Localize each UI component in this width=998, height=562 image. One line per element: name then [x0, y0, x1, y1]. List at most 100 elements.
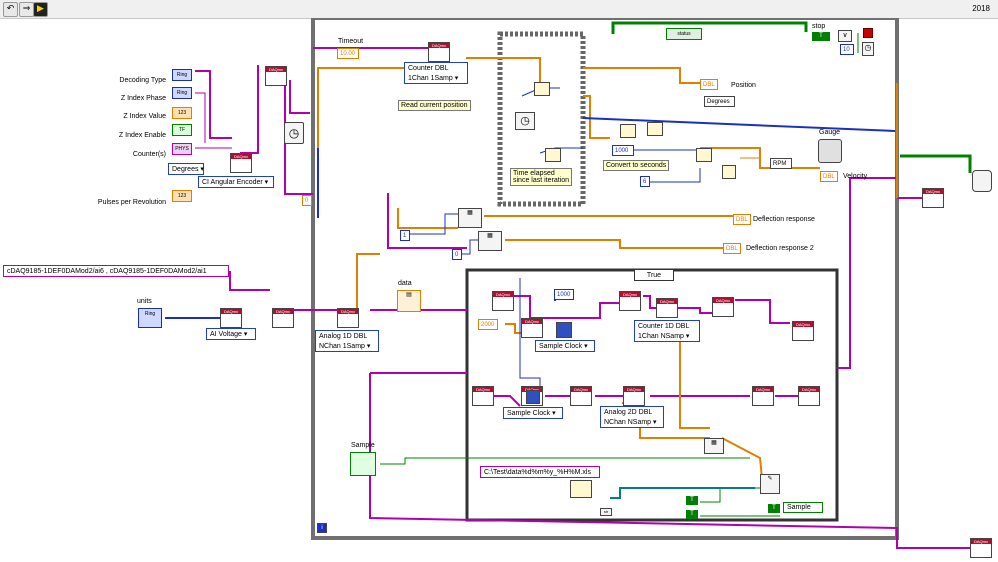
- build-array-icon-case[interactable]: ▦: [704, 438, 724, 454]
- one-constant[interactable]: 1: [400, 230, 410, 241]
- sample-boolean-terminal[interactable]: [350, 452, 376, 476]
- daqmx-create-channel-vi[interactable]: DAQmx: [230, 153, 252, 173]
- subtract-primitive-b: [545, 148, 561, 162]
- sample-local-variable[interactable]: Sample: [783, 502, 823, 513]
- run-icon[interactable]: ▶: [33, 2, 48, 17]
- build-array-icon-a[interactable]: ▦: [458, 208, 482, 228]
- undo-icon[interactable]: ↶: [3, 2, 18, 17]
- daqmx-create-virtual-channel-case[interactable]: DAQmx: [492, 291, 514, 311]
- daqmx-clear-task-case-a[interactable]: DAQmx: [792, 321, 814, 341]
- z-index-value-terminal[interactable]: 123: [172, 107, 192, 119]
- case-selector[interactable]: True: [634, 269, 674, 281]
- physical-channels-control[interactable]: cDAQ9185-1DEF0DAMod2/ai6 , cDAQ9185-1DEF…: [3, 265, 229, 277]
- daqmx-read-analog-case-b[interactable]: DAQmx: [623, 386, 645, 406]
- daqmx-clear-task-ai[interactable]: DAQmx: [970, 538, 992, 558]
- decoding-type-terminal[interactable]: Ring: [172, 69, 192, 81]
- daqmx-create-channel-case-b[interactable]: DAQmx: [472, 386, 494, 406]
- zero-constant-b[interactable]: 0: [452, 249, 462, 260]
- daqmx-clear-task-case-b[interactable]: DAQmx: [798, 386, 820, 406]
- stop-button-icon[interactable]: [863, 28, 873, 38]
- status-unbundle[interactable]: status: [666, 28, 702, 40]
- time-elapsed-comment: Time elapsed since last iteration: [510, 168, 573, 186]
- sample-clock-dropdown-a[interactable]: Sample Clock: [535, 340, 595, 352]
- two-thousand-constant[interactable]: 2000: [478, 319, 498, 330]
- deflection-response-label: Deflection response: [753, 216, 815, 223]
- deflection-response-terminal[interactable]: DBL: [733, 214, 751, 225]
- daqmx-start-task-vi-encoder[interactable]: DAQmx: [265, 66, 287, 86]
- daqmx-clear-task-encoder[interactable]: DAQmx: [922, 188, 944, 208]
- z-index-enable-label: Z Index Enable: [118, 132, 166, 139]
- sample-label: Sample: [351, 442, 375, 449]
- analog-1d-dbl-dropdown[interactable]: Analog 1D DBL NChan 1Samp: [315, 330, 379, 352]
- path-convert-icon[interactable]: str: [600, 508, 612, 516]
- z-index-enable-terminal[interactable]: TF: [172, 124, 192, 136]
- z-index-phase-label: Z Index Phase: [120, 95, 166, 102]
- stop-label: stop: [812, 23, 826, 30]
- degrees-indicator: Degrees: [704, 96, 735, 107]
- build-array-icon-b[interactable]: ▦: [478, 231, 502, 251]
- daqmx-read-counter-case[interactable]: DAQmx: [656, 298, 678, 318]
- toolbar: ↶ ⇒ ▶ 2018: [0, 0, 998, 19]
- six-constant[interactable]: 6: [640, 176, 650, 187]
- gauge-icon[interactable]: [818, 139, 842, 163]
- write-to-spreadsheet-icon[interactable]: ✎: [760, 474, 780, 494]
- format-date-time-icon[interactable]: [570, 480, 592, 498]
- true-constant-c[interactable]: T: [768, 504, 780, 513]
- file-path-constant[interactable]: C:\Test\data%d%m%y_%H%M.xls: [480, 466, 600, 478]
- subtract-primitive-c: [620, 124, 636, 138]
- daqmx-stop-task-case-a[interactable]: DAQmx: [712, 297, 734, 317]
- wait-icon[interactable]: ◷: [862, 42, 874, 56]
- ai-voltage-dropdown[interactable]: AI Voltage: [206, 328, 256, 340]
- z-index-phase-terminal[interactable]: Ring: [172, 87, 192, 99]
- counter-1d-dbl-dropdown[interactable]: Counter 1D DBL 1Chan NSamp: [634, 320, 700, 342]
- or-primitive: ∨: [838, 30, 852, 42]
- z-index-value-label: Z Index Value: [123, 113, 166, 120]
- timeout-constant[interactable]: 10.00: [337, 48, 359, 59]
- units-degrees-dropdown[interactable]: Degrees: [168, 163, 204, 175]
- daqmx-stop-task-case-b[interactable]: DAQmx: [752, 386, 774, 406]
- true-constant-b[interactable]: T: [686, 510, 698, 519]
- read-current-position-comment: Read current position: [398, 100, 471, 111]
- counter-dbl-1chan-dropdown[interactable]: Counter DBL 1Chan 1Samp: [404, 62, 468, 84]
- block-diagram: Decoding Type Ring Z Index Phase Ring Z …: [0, 18, 998, 562]
- gauge-label: Gauge: [819, 129, 841, 136]
- pulses-per-revolution-terminal[interactable]: 123: [172, 190, 192, 202]
- true-constant-a[interactable]: T: [686, 496, 698, 505]
- tick-count-icon[interactable]: ◷: [515, 112, 535, 130]
- data-label: data: [398, 280, 412, 287]
- iteration-terminal: i: [317, 523, 327, 533]
- velocity-label: Velocity: [843, 173, 868, 180]
- while-loop-frame: [311, 18, 899, 540]
- version-label: 2018: [972, 4, 990, 13]
- abs-primitive: [722, 165, 736, 179]
- daqmx-read-vi-counter[interactable]: DAQmx: [428, 42, 450, 62]
- data-graph-terminal[interactable]: ▤: [397, 290, 421, 312]
- wait-ms-icon[interactable]: ◷: [284, 122, 304, 144]
- counters-terminal[interactable]: PHYS: [172, 143, 192, 155]
- units-terminal[interactable]: Ring: [138, 308, 162, 328]
- velocity-dbl-terminal[interactable]: DBL: [820, 171, 838, 182]
- daqmx-timing-vi-a-daq[interactable]: DAQmx: [521, 318, 543, 338]
- sample-clock-dropdown-b[interactable]: Sample Clock: [503, 407, 563, 419]
- ten-constant[interactable]: 10: [840, 44, 854, 55]
- zero-constant[interactable]: 0: [302, 195, 312, 206]
- ci-angular-encoder-dropdown[interactable]: CI Angular Encoder: [198, 176, 274, 188]
- daqmx-start-task-case-a[interactable]: DAQmx: [619, 291, 641, 311]
- analog-2d-dbl-dropdown[interactable]: Analog 2D DBL NChan NSamp: [600, 406, 664, 428]
- pulses-per-revolution-label: Pulses per Revolution: [97, 199, 166, 206]
- position-label: Position: [731, 82, 756, 89]
- redo-icon[interactable]: ⇒: [19, 2, 34, 17]
- simple-error-handler-icon[interactable]: [972, 170, 992, 192]
- thousand-constant-a[interactable]: 1000: [612, 145, 634, 156]
- thousand-constant-b[interactable]: 1000: [554, 289, 574, 300]
- position-dbl-terminal[interactable]: DBL: [700, 79, 718, 90]
- deflection-response-2-terminal[interactable]: DBL: [723, 243, 741, 254]
- daqmx-read-vi-analog[interactable]: DAQmx: [337, 308, 359, 328]
- timing-icon-b[interactable]: [526, 390, 540, 404]
- timing-icon-a[interactable]: [556, 322, 572, 338]
- daqmx-start-task-case-b[interactable]: DAQmx: [570, 386, 592, 406]
- daqmx-start-task-vi-ai[interactable]: DAQmx: [272, 308, 294, 328]
- decoding-type-label: Decoding Type: [119, 77, 166, 84]
- stop-terminal[interactable]: T: [812, 32, 830, 41]
- daqmx-create-ai-channel-vi[interactable]: DAQmx: [220, 308, 242, 328]
